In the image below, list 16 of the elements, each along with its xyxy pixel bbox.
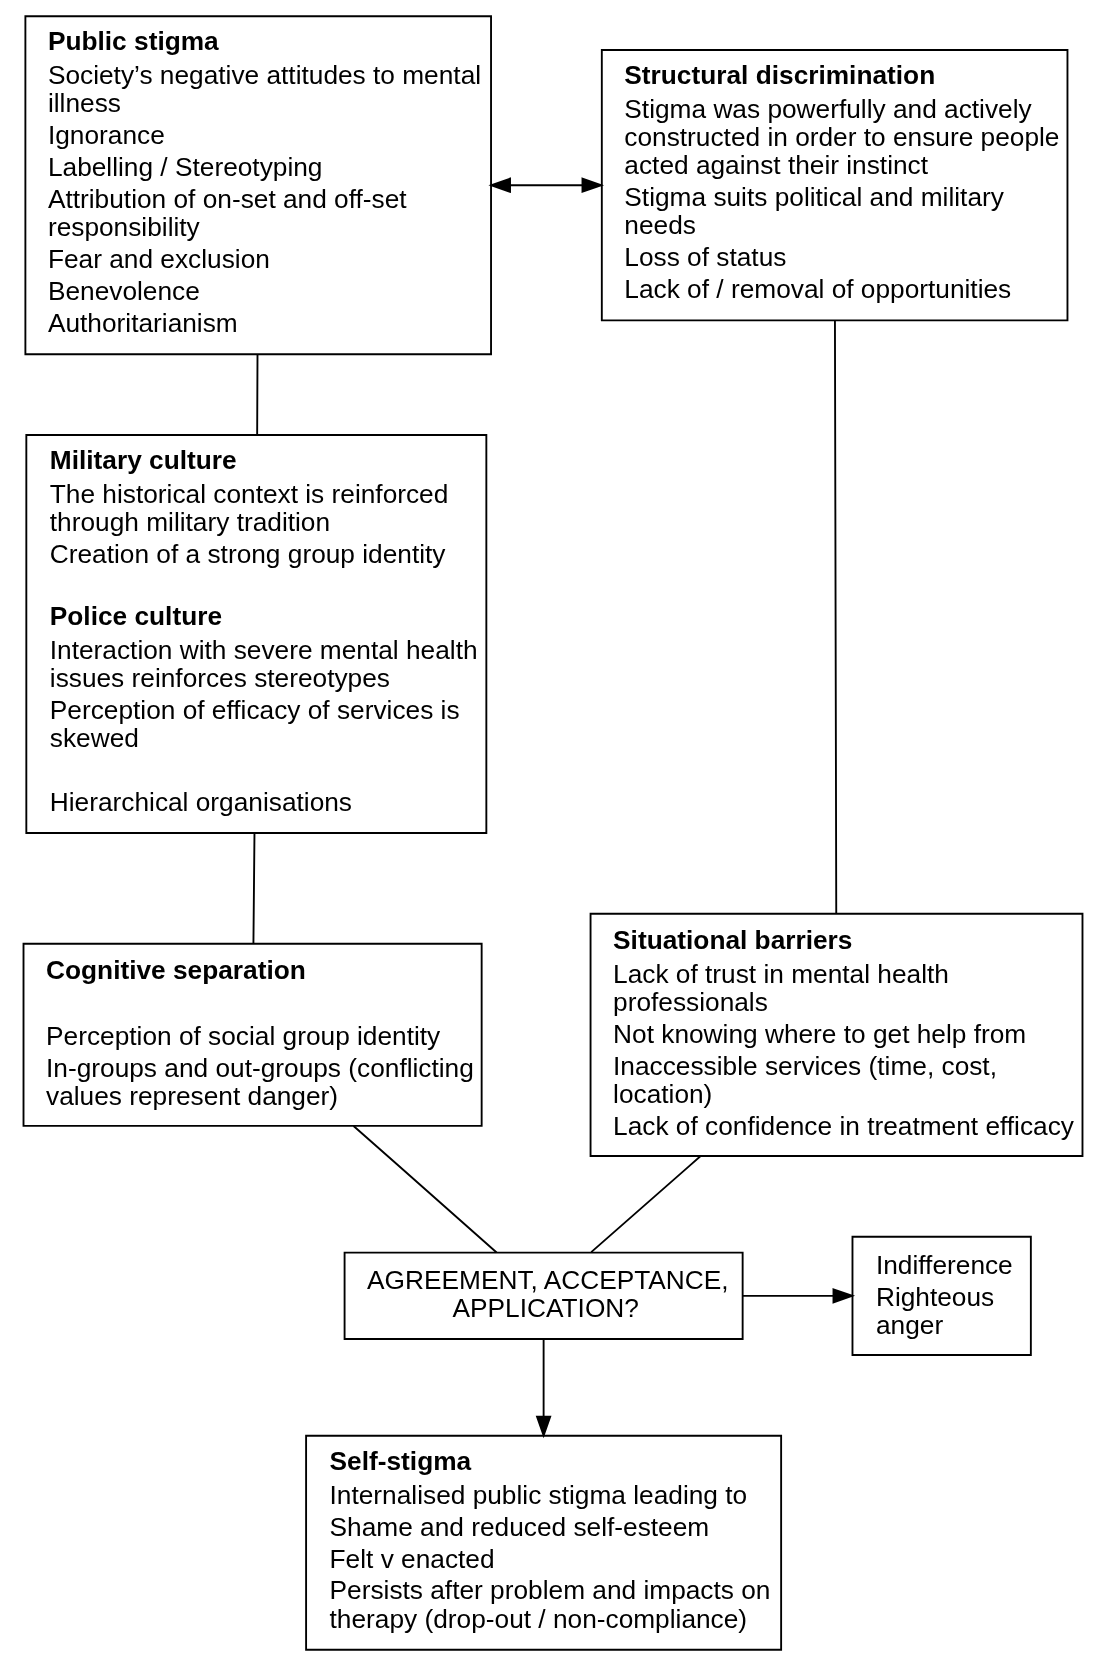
connector: [256, 353, 259, 436]
connector: [590, 1155, 702, 1254]
node-box: Public stigma Society’s negative attitudes to mental illness Ignorance Labelling / Stereotyping Attribution of on-set and off-set responsibility Fear and exclusion Benevolence Authoritarianism: [24, 15, 492, 356]
connector: [834, 320, 838, 915]
connector: [252, 832, 256, 945]
node-box: Situational barriers Lack of trust in mental health professionals Not knowing where to get help from Inaccessible services (time, cost, location) Lack of confidence in treatment efficacy: [589, 912, 1084, 1157]
connector: [352, 1125, 498, 1254]
node-box: Military culture The historical context is reinforced through military tradition Creation of a strong group identity Police culture Interaction with severe mental health issues reinforces stereotypes Perception of efficacy of services is skewed Hierarchical organisations: [25, 434, 488, 834]
arrow: [488, 177, 605, 194]
node-box: Structural discrimination Stigma was powerfully and actively constructed in order to ensure people acted against their instinct Stigma suits political and military needs Loss of status Lack of / removal of opportunities: [600, 49, 1069, 322]
arrow: [535, 1338, 552, 1439]
node-box: Cognitive separation Perception of social group identity In-groups and out-groups (conflicting values represent danger): [22, 942, 483, 1127]
node-box: AGREEMENT, ACCEPTANCE, APPLICATION?: [343, 1251, 744, 1340]
node-box: Self-stigma Internalised public stigma leading to Shame and reduced self-esteem Felt v enacted Persists after problem and impacts on therapy (drop-out / non-compliance): [305, 1434, 783, 1651]
arrow: [741, 1287, 856, 1304]
node-box: Indifference Righteous anger: [851, 1235, 1032, 1356]
